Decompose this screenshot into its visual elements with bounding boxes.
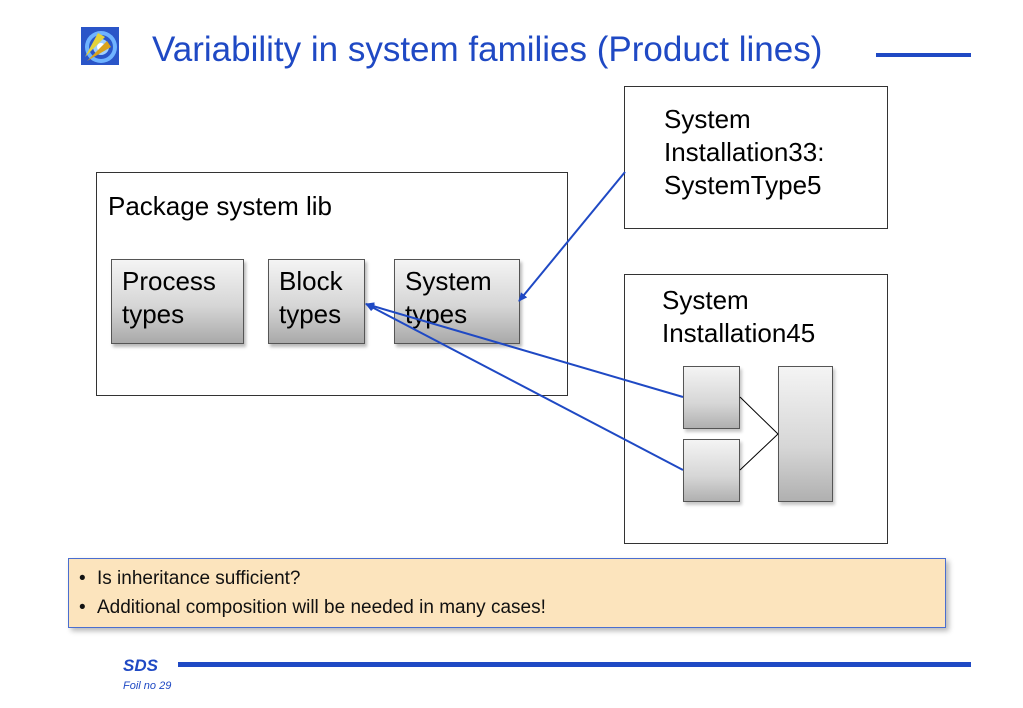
footer-rule (178, 662, 971, 667)
block-types-box: Block types (268, 259, 365, 344)
target-logo-icon (81, 27, 119, 65)
part-upper (683, 366, 740, 429)
page-title: Variability in system families (Product … (152, 30, 823, 69)
note-item: •Additional composition will be needed i… (79, 597, 546, 618)
package-label: Package system lib (108, 191, 332, 221)
part-composite (778, 366, 833, 502)
note-item: •Is inheritance sufficient? (79, 568, 301, 589)
footer-logo: SDS (123, 656, 158, 675)
installation33-box (624, 86, 888, 229)
title-rule (876, 53, 971, 57)
part-lower (683, 439, 740, 502)
process-types-box: Process types (111, 259, 244, 344)
foil-number: Foil no 29 (123, 680, 172, 692)
note-box: •Is inheritance sufficient? •Additional … (68, 558, 946, 628)
installation33-label: System Installation33: SystemType5 (664, 104, 825, 200)
system-types-box: System types (394, 259, 520, 344)
installation45-label: System Installation45 (662, 285, 816, 348)
